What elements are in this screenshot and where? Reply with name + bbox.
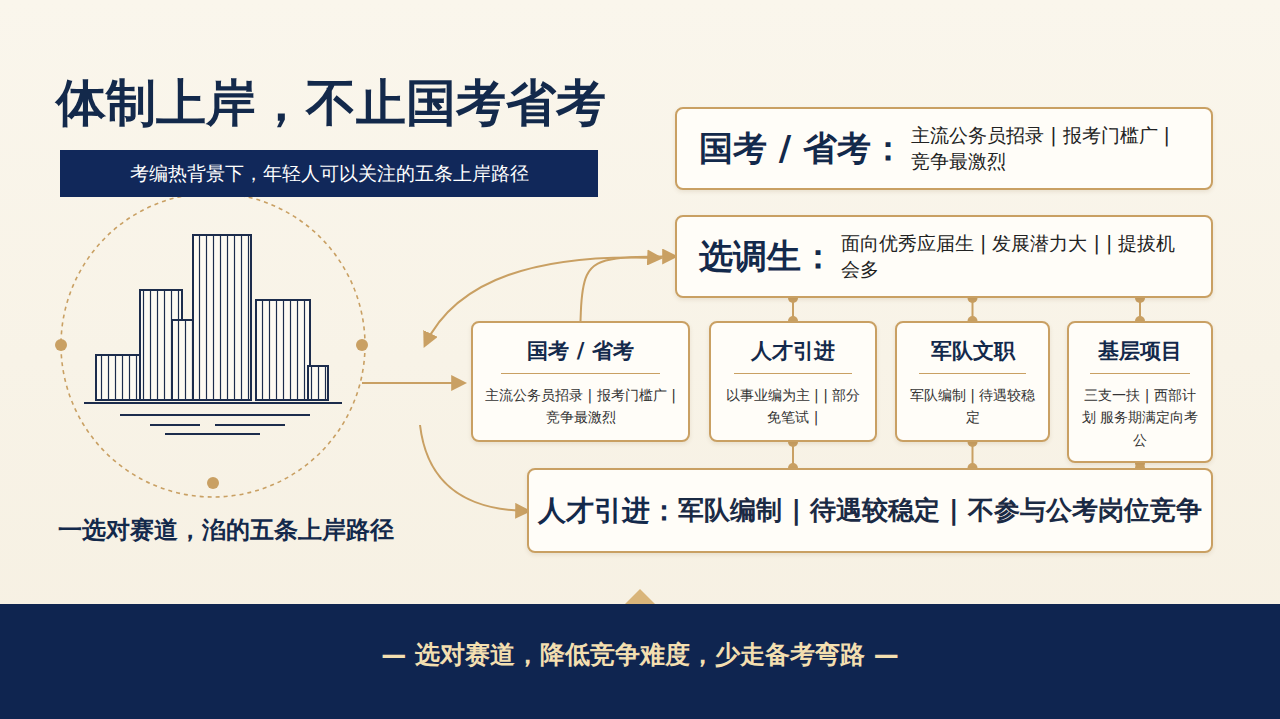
node-heading: 军队文职 xyxy=(919,337,1026,374)
node-body: 军队编制 | 待遇较稳定 | 不参与公考岗位竞争 xyxy=(678,493,1201,528)
node-body: 面向优秀应届生 | 发展潜力大 | | 提拔机会多 xyxy=(841,231,1189,282)
route-box: 国考 / 省考：主流公务员招录 | 报考门槛广 | 竞争最激烈 xyxy=(675,107,1213,190)
route-box: 选调生：面向优秀应届生 | 发展潜力大 | | 提拔机会多 xyxy=(675,215,1213,298)
route-card: 基层项目三支一扶 | 西部计划 服务期满定向考公 xyxy=(1067,321,1213,463)
footer-decor xyxy=(0,589,1280,719)
node-body: 主流公务员招录 | 报考门槛广 | 竞争最激烈 xyxy=(911,123,1189,174)
connector xyxy=(581,257,676,322)
node-heading: 国考 / 省考： xyxy=(699,126,905,172)
node-heading: 人才引进 xyxy=(734,337,852,374)
route-card: 人才引进以事业编为主 | | 部分免笔试 | xyxy=(709,321,877,442)
node-body: 以事业编为主 | | 部分免笔试 | xyxy=(721,384,865,429)
node-heading: 人才引进： xyxy=(538,492,678,530)
node-heading: — 选对赛道，降低竞争难度，少走备考弯路 — xyxy=(381,638,898,671)
dashed-circle xyxy=(55,193,368,497)
node-body: 主流公务员招录 | 报考门槛广 | 竞争最激烈 xyxy=(483,384,678,429)
slogan-label: 一选对赛道，淊的五条上岸路径 xyxy=(58,514,394,546)
node-body: 三支一扶 | 西部计划 服务期满定向考公 xyxy=(1079,384,1201,451)
route-card: 国考 / 省考主流公务员招录 | 报考门槛广 | 竞争最激烈 xyxy=(471,321,690,442)
buildings xyxy=(84,235,342,434)
node-heading: 考编热背景下，年轻人可以关注的五条上岸路径 xyxy=(130,161,529,187)
node-heading: 选调生： xyxy=(699,234,835,280)
footer-band: — 选对赛道，降低竞争难度，少走备考弯路 — xyxy=(0,604,1280,719)
node-heading: 基层项目 xyxy=(1090,337,1190,374)
route-card: 军队文职军队编制 | 待遇较稳定 xyxy=(895,321,1050,442)
node-heading: 国考 / 省考 xyxy=(501,337,661,374)
subtitle-band: 考编热背景下，年轻人可以关注的五条上岸路径 xyxy=(60,150,598,197)
route-box: 人才引进：军队编制 | 待遇较稳定 | 不参与公考岗位竞争 xyxy=(527,468,1213,553)
page-title: 体制上岸，不止国考省考 xyxy=(56,70,606,137)
node-body: 军队编制 | 待遇较稳定 xyxy=(907,384,1038,429)
